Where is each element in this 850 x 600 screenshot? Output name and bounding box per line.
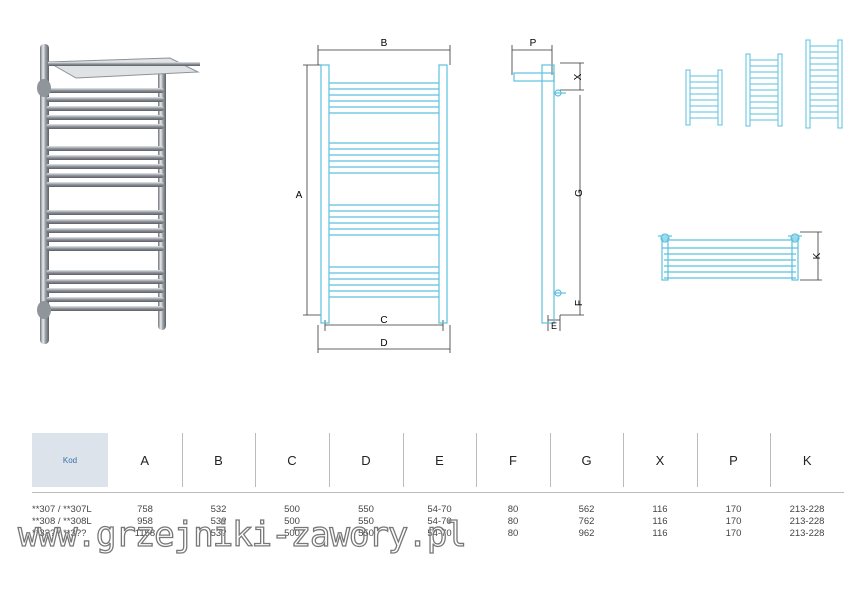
- front-view-drawing: B A C D: [296, 38, 451, 353]
- cell-a: 958: [137, 516, 153, 527]
- cell-p: 170: [725, 504, 742, 515]
- header-d: D: [328, 433, 403, 487]
- cell-d: 550: [358, 504, 374, 515]
- header-b: B: [181, 433, 255, 487]
- dim-e-label: E: [551, 321, 557, 331]
- dim-a-label: A: [296, 190, 303, 201]
- cell-p: 170: [725, 516, 742, 527]
- cell-g: 762: [578, 516, 595, 527]
- dim-c-label: C: [380, 315, 387, 326]
- table-header-divider: [32, 492, 844, 493]
- cell-x: 116: [652, 516, 668, 527]
- cell-d: 550: [358, 528, 374, 539]
- watermark: www.grzejniki-zawory.pl: [17, 514, 467, 555]
- table-header-row: Kod A B C D E F G X P K: [32, 433, 844, 487]
- header-g: G: [549, 433, 623, 487]
- header-e: E: [402, 433, 476, 487]
- cell-b: 53?: [210, 516, 227, 527]
- cell-kod: **308 / **308L: [32, 516, 92, 527]
- cell-c: 500: [284, 516, 300, 527]
- cell-p: 170: [725, 528, 742, 539]
- shelf-drawing: K: [658, 231, 823, 281]
- cell-kod: **3?? / **3??: [32, 528, 87, 539]
- header-p: P: [696, 433, 770, 487]
- dim-g-label: G: [574, 189, 585, 197]
- cell-g: 962: [578, 528, 595, 539]
- cell-k: 213-228: [789, 504, 825, 515]
- table-row: **307 / **307L 758 532 500 550 54-70 80 …: [32, 504, 844, 516]
- dim-d-label: D: [380, 338, 387, 349]
- cell-a: 1158: [134, 528, 156, 539]
- cell-f: 80: [507, 504, 519, 515]
- cell-b: 53?: [210, 528, 227, 539]
- product-photo: [37, 44, 200, 344]
- header-k: K: [769, 433, 844, 487]
- header-a: A: [140, 452, 150, 468]
- dim-b-label: B: [381, 38, 388, 49]
- cell-a: 758: [137, 504, 153, 515]
- header-c: C: [254, 433, 329, 487]
- header-kod: Kod: [32, 433, 108, 487]
- cell-k: 213-228: [789, 528, 825, 539]
- cell-k: 213-228: [789, 516, 825, 527]
- header-x: X: [622, 433, 697, 487]
- cell-e: 54-70: [427, 528, 452, 539]
- cell-x: 116: [652, 504, 668, 515]
- cell-kod: **307 / **307L: [32, 504, 92, 515]
- side-view-drawing: P X G F E: [511, 38, 585, 331]
- header-f: F: [475, 433, 550, 487]
- cell-c: 500: [284, 528, 300, 539]
- cell-f: 80: [507, 528, 519, 539]
- cell-e: 54-70: [427, 504, 452, 515]
- table-row: **308 / **308L 958 53? 500 550 54-70 80 …: [32, 516, 844, 528]
- specification-table: Kod A B C D E F G X P K **307 / **307L 7…: [32, 433, 844, 540]
- dim-p-label: P: [530, 38, 537, 49]
- cell-x: 116: [652, 528, 668, 539]
- cell-g: 562: [578, 504, 595, 515]
- cell-f: 80: [507, 516, 519, 527]
- dim-k-label: K: [812, 252, 823, 259]
- dim-x-label: X: [573, 73, 584, 80]
- cell-e: 54-70: [427, 516, 452, 527]
- cell-d: 550: [358, 516, 374, 527]
- cell-c: 500: [284, 504, 300, 515]
- size-variants: [685, 39, 843, 129]
- cell-b: 532: [210, 504, 227, 515]
- table-row: **3?? / **3?? 1158 53? 500 550 54-70 80 …: [32, 528, 844, 540]
- dim-f-label: F: [574, 300, 585, 306]
